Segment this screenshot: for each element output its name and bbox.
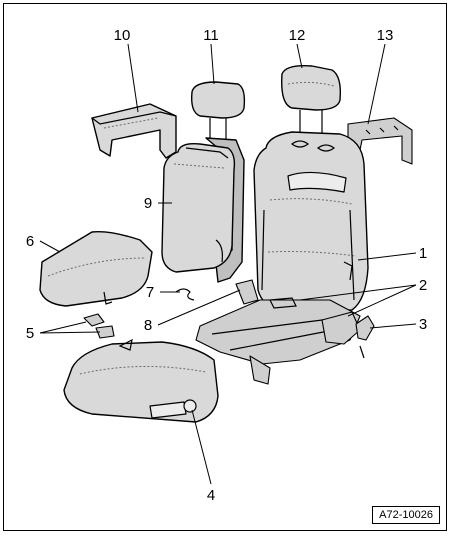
callout-10: 10 <box>114 27 131 44</box>
reference-code: A72-10026 <box>372 506 440 524</box>
seat-adjust-switch-icon <box>183 399 197 413</box>
callout-8: 8 <box>144 317 152 334</box>
part-11-rear-headrest <box>190 81 246 140</box>
part-10-backrest-top-cover <box>91 103 177 159</box>
part-5-clip-bracket <box>83 313 115 339</box>
part-12-headrest <box>281 64 342 134</box>
part-1-backrest <box>253 131 369 313</box>
callout-13: 13 <box>377 27 394 44</box>
part-3-side-bracket <box>355 315 375 359</box>
callout-4: 4 <box>207 487 215 504</box>
part-4-seat-cushion <box>63 338 219 423</box>
leader-lines <box>39 43 417 485</box>
callout-6: 6 <box>26 233 34 250</box>
callout-2: 2 <box>419 277 427 294</box>
callout-7: 7 <box>146 284 154 301</box>
diagram-frame <box>3 3 447 531</box>
callout-11: 11 <box>203 27 219 44</box>
callout-3: 3 <box>419 316 427 333</box>
part-13-backrest-bracket <box>347 117 413 165</box>
callout-5: 5 <box>26 325 34 342</box>
callout-12: 12 <box>289 27 306 44</box>
part-6-seat-cushion-pad <box>39 230 153 307</box>
part-9-backrest-rear-panel <box>161 137 245 283</box>
part-8-seat-frame <box>195 279 361 385</box>
part-7-wire-clip <box>175 288 195 301</box>
callout-1: 1 <box>419 245 427 262</box>
callout-9: 9 <box>144 195 152 212</box>
